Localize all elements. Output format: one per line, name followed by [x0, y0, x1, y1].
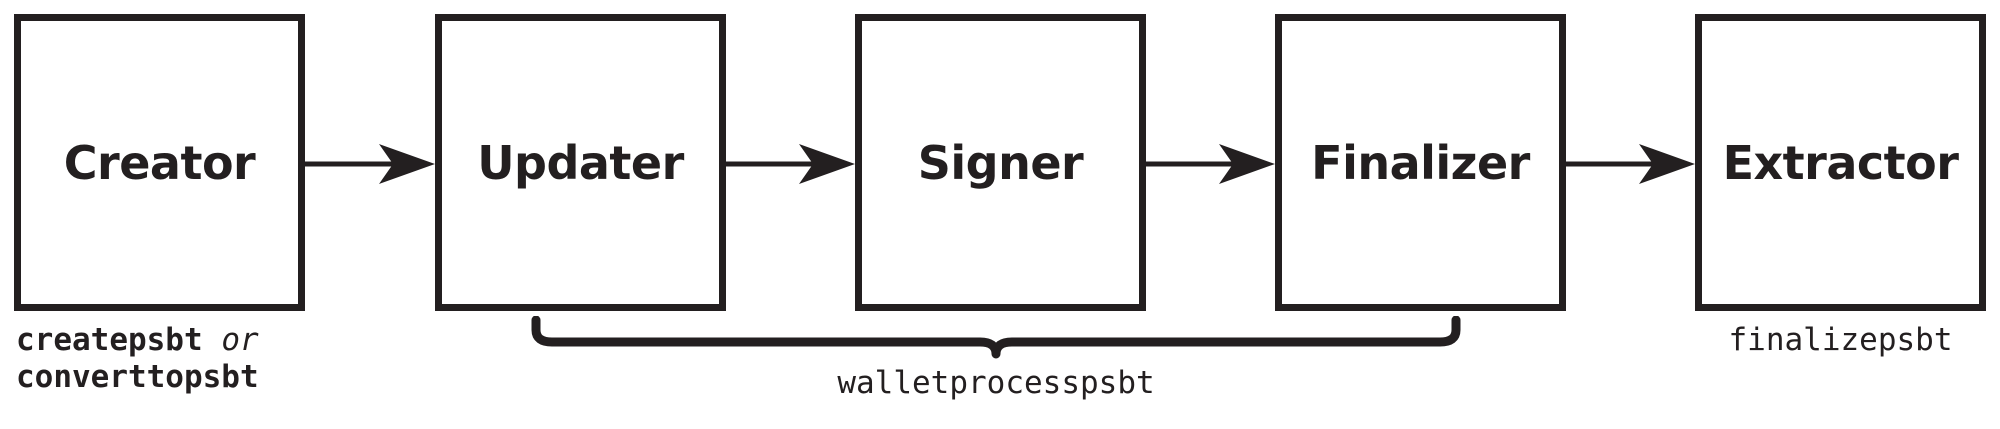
- stage-label-signer: Signer: [917, 135, 1084, 190]
- annotation-creator-line-2: converttopsbt: [16, 359, 259, 396]
- command-createpsbt: createpsbt: [16, 322, 203, 358]
- arrow-finalizer-to-extractor: [1566, 144, 1695, 184]
- stage-box-extractor[interactable]: Extractor: [1695, 14, 1986, 311]
- grouping-brace: [531, 316, 1461, 359]
- arrow-updater-to-signer: [726, 144, 855, 184]
- annotation-creator-commands: createpsbt or converttopsbt: [16, 322, 259, 395]
- command-converttopsbt: converttopsbt: [16, 358, 259, 395]
- annotation-group-command: walletprocesspsbt: [0, 365, 2000, 402]
- arrow-signer-to-finalizer: [1146, 144, 1275, 184]
- stage-label-extractor: Extractor: [1722, 135, 1959, 190]
- stage-label-updater: Updater: [477, 135, 684, 190]
- arrow-creator-to-updater: [305, 144, 435, 184]
- command-finalizepsbt: finalizepsbt: [1728, 322, 1953, 358]
- stage-label-finalizer: Finalizer: [1311, 135, 1530, 190]
- annotation-extractor-command: finalizepsbt: [1695, 322, 1986, 359]
- annotation-creator-line-1: createpsbt or: [16, 322, 259, 359]
- stage-label-creator: Creator: [63, 135, 256, 190]
- stage-box-updater[interactable]: Updater: [435, 14, 726, 311]
- command-walletprocesspsbt: walletprocesspsbt: [837, 365, 1155, 401]
- conjunction-or: or: [221, 322, 259, 358]
- stage-box-signer[interactable]: Signer: [855, 14, 1146, 311]
- stage-box-creator[interactable]: Creator: [14, 14, 305, 311]
- stage-box-finalizer[interactable]: Finalizer: [1275, 14, 1566, 311]
